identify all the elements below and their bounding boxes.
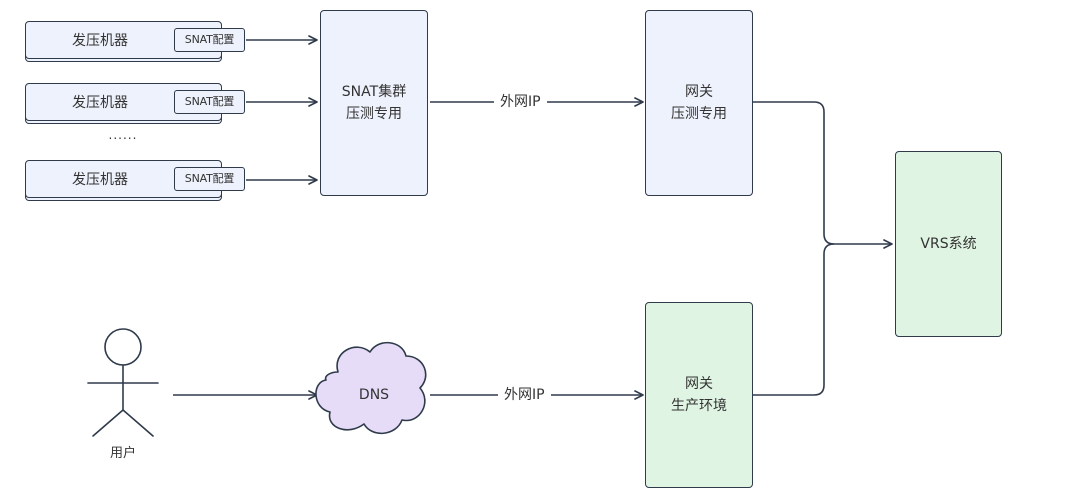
- user-icon: [87, 328, 159, 437]
- user-label: 用户: [109, 446, 136, 461]
- snat-cluster-title: SNAT集群: [341, 84, 407, 100]
- load-machine-3: 发压机器 SNAT配置: [25, 160, 245, 198]
- edge-label-external-ip-prod: 外网IP: [498, 386, 551, 404]
- vrs-system-node: VRS系统: [895, 151, 1002, 337]
- snat-cluster-subtitle: 压测专用: [346, 106, 402, 122]
- gateway-test-subtitle: 压测专用: [671, 106, 727, 122]
- machine-label: 发压机器: [72, 33, 128, 49]
- snat-config-tag: SNAT配置: [174, 90, 245, 114]
- machine-label: 发压机器: [72, 172, 128, 188]
- dns-cloud-shape: [315, 341, 427, 435]
- edge-gateway-test-to-vrs: [753, 101, 893, 249]
- gateway-prod-subtitle: 生产环境: [671, 398, 727, 414]
- edge-label-external-ip-test: 外网IP: [494, 93, 547, 111]
- dns-label: DNS: [358, 387, 390, 403]
- load-machine-1: 发压机器 SNAT配置: [25, 21, 245, 59]
- load-machine-2: 发压机器 SNAT配置: [25, 83, 245, 121]
- vrs-system-label: VRS系统: [920, 236, 977, 252]
- snat-config-tag: SNAT配置: [174, 28, 245, 52]
- snat-config-tag: SNAT配置: [174, 167, 245, 191]
- gateway-test-node: 网关 压测专用: [645, 10, 753, 196]
- snat-cluster-node: SNAT集群 压测专用: [320, 10, 428, 196]
- gateway-prod-node: 网关 生产环境: [645, 302, 753, 488]
- edge-gateway-prod-to-vrs: [753, 243, 835, 396]
- gateway-prod-title: 网关: [685, 376, 713, 392]
- machine-label: 发压机器: [72, 95, 128, 111]
- machines-ellipsis: ......: [108, 128, 138, 142]
- gateway-test-title: 网关: [685, 84, 713, 100]
